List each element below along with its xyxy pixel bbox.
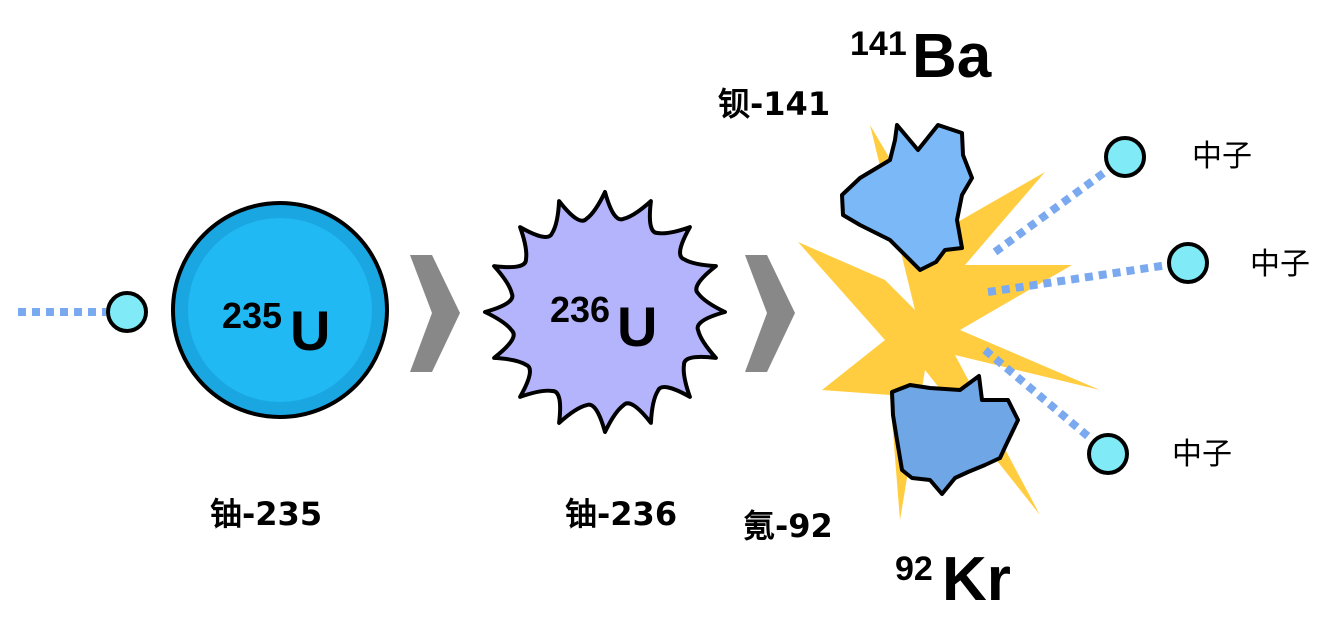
neutron-trail bbox=[992, 168, 1108, 256]
neutron-label: 中子 bbox=[1250, 247, 1310, 282]
u235-nucleus bbox=[171, 201, 389, 419]
u235-element: U bbox=[290, 299, 330, 362]
kr-label: 氪-92 bbox=[743, 507, 833, 545]
neutron-label: 中子 bbox=[1172, 437, 1232, 472]
neutron-trail bbox=[982, 346, 1093, 442]
neutron bbox=[1104, 136, 1146, 178]
u236-label: 铀-236 bbox=[565, 495, 677, 533]
neutron-trail bbox=[987, 261, 1169, 296]
ba-mass: 141 bbox=[850, 25, 907, 63]
neutron-label: 中子 bbox=[1192, 139, 1252, 174]
barium-fragment bbox=[840, 123, 974, 272]
incoming-neutron bbox=[106, 291, 148, 333]
neutron bbox=[1087, 433, 1129, 475]
ba-label: 钡-141 bbox=[718, 85, 830, 123]
kr-mass: 92 bbox=[895, 550, 933, 588]
ba-element: Ba bbox=[912, 22, 992, 91]
neutron bbox=[1167, 242, 1209, 284]
u235-mass: 235 bbox=[222, 295, 282, 336]
kr-element: Kr bbox=[942, 545, 1011, 614]
explosion-burst bbox=[798, 125, 1100, 520]
arrow-icon bbox=[745, 255, 795, 372]
u236-nucleus bbox=[483, 190, 727, 434]
arrow-icon bbox=[410, 255, 460, 372]
krypton-fragment bbox=[890, 374, 1020, 496]
u236-element: U bbox=[617, 295, 657, 358]
u236-mass: 236 bbox=[550, 289, 610, 330]
u235-label: 铀-235 bbox=[210, 495, 322, 533]
